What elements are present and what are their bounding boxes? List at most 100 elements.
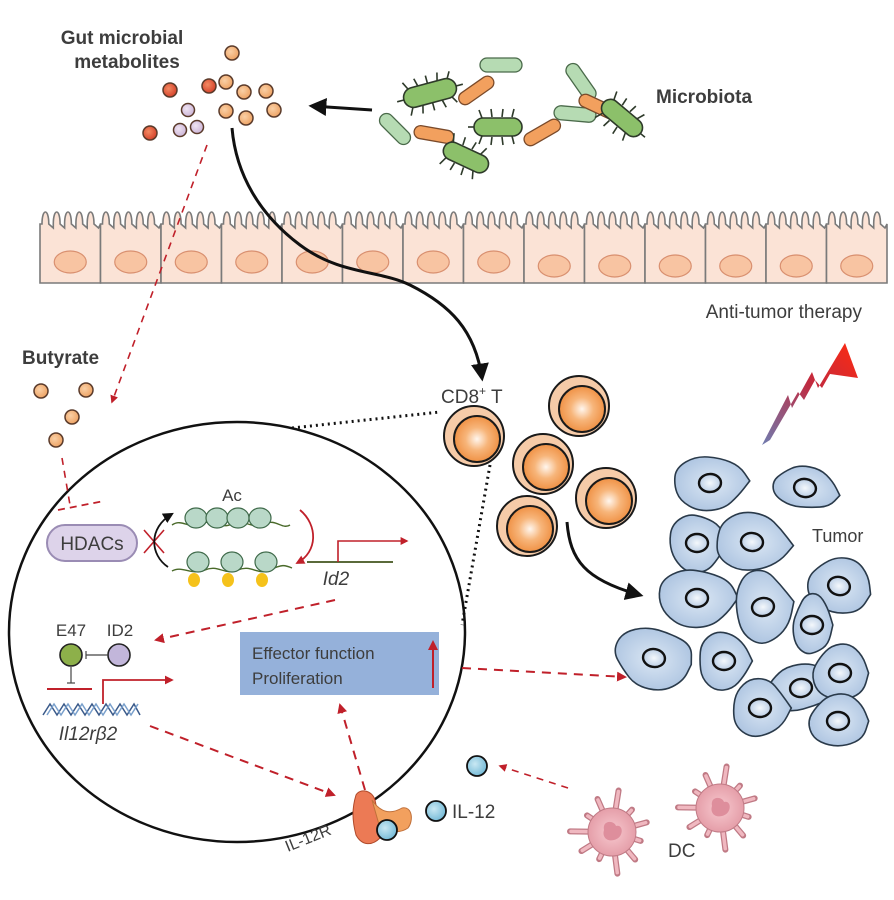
cd8-superscript: + xyxy=(479,384,486,398)
bacterium-rod xyxy=(479,57,523,73)
ac-label: Ac xyxy=(222,486,242,505)
epithelial-nucleus xyxy=(779,254,813,278)
microbiota-cluster xyxy=(378,57,646,180)
il12rb2-gene-label: Il12rβ2 xyxy=(59,724,118,745)
e47-label: E47 xyxy=(56,621,86,640)
arrow-receptor-to-effector xyxy=(337,703,366,791)
tumor-cell xyxy=(735,569,795,645)
nucleosome xyxy=(254,551,278,573)
nucleosome xyxy=(226,507,250,529)
epithelial-cell xyxy=(39,211,102,284)
il12-label: IL-12 xyxy=(452,802,495,823)
epithelial-nucleus xyxy=(174,250,208,274)
cd8-t-cell-nucleus xyxy=(453,415,501,463)
nucleosome xyxy=(205,507,229,529)
effector-function-box xyxy=(240,632,439,695)
microbiota-label: Microbiota xyxy=(656,87,752,108)
tumor-cell-nucleus xyxy=(792,477,818,499)
nucleosome xyxy=(220,551,244,573)
nucleosome xyxy=(248,507,272,529)
tumor-cell-nucleus xyxy=(711,650,737,672)
anti-tumor-therapy-label: Anti-tumor therapy xyxy=(706,302,863,323)
chromatin-acetylated xyxy=(171,507,291,529)
epithelial-nucleus xyxy=(416,250,450,274)
butyrate-inhibits-hdacs-line xyxy=(61,457,71,506)
cd8-t-cell xyxy=(512,433,574,495)
arrow-dc-to-il12 xyxy=(498,764,569,789)
cd8-t-cell xyxy=(496,495,558,557)
chromatin-deacetylated xyxy=(171,551,293,587)
metabolite-purple xyxy=(189,119,205,135)
epithelial-cell xyxy=(402,211,465,284)
metabolite-purple xyxy=(172,122,188,138)
cd8-t-cell-nucleus xyxy=(585,477,633,525)
tumor-cell-cluster xyxy=(614,456,872,747)
tumor-cell-nucleus xyxy=(697,472,723,494)
il12r-label: IL-12R xyxy=(283,822,334,856)
tumor-cell xyxy=(732,677,793,738)
metabolite-orange xyxy=(236,84,252,100)
metabolite-orange xyxy=(266,102,282,118)
epithelial-nucleus xyxy=(598,254,632,278)
tumor-cell xyxy=(812,643,870,701)
bacterium-rod xyxy=(553,105,597,123)
therapy-lightning-icon xyxy=(762,343,858,445)
butyrate-molecule xyxy=(48,432,64,448)
tumor-cell-nucleus xyxy=(825,710,851,732)
epithelial-cell xyxy=(341,211,404,284)
metabolite-red xyxy=(162,82,178,98)
arrow-tcells-to-tumor xyxy=(565,521,644,600)
bacterium-rod-orange xyxy=(523,118,562,147)
tumor-cell-nucleus xyxy=(799,614,825,636)
proliferation-label: Proliferation xyxy=(252,669,343,688)
epithelial-nucleus xyxy=(840,254,874,278)
id2-gene-label: Id2 xyxy=(323,569,350,590)
epithelial-cell xyxy=(825,211,888,284)
metabolite-orange xyxy=(224,45,240,61)
metabolite-red xyxy=(142,125,158,141)
butyrate-molecule xyxy=(64,409,80,425)
arrow-microbiota-to-metabolites xyxy=(308,97,373,116)
tumor-cell xyxy=(614,627,693,691)
dendritic-cell xyxy=(675,763,758,853)
il12rb2-transcription-arrow xyxy=(102,675,174,704)
arrow-il12rb2-to-receptor xyxy=(149,725,336,797)
cd8-suffix: T xyxy=(486,387,503,408)
tumor-cell-nucleus xyxy=(684,587,710,609)
e47-protein xyxy=(59,643,83,667)
epithelial-cell xyxy=(281,211,344,284)
cd8-t-cell-nucleus xyxy=(506,505,554,553)
cd8-t-cell xyxy=(575,467,637,529)
id2-protein-label: ID2 xyxy=(107,621,133,640)
tumor-cell xyxy=(807,557,872,614)
bacterium-rod-orange xyxy=(458,75,495,106)
gut-metabolites-label-line1: Gut microbial xyxy=(61,28,183,49)
il12-molecule xyxy=(466,755,488,777)
deacetyl-marker xyxy=(188,573,200,587)
epithelial-cell xyxy=(462,211,525,284)
tumor-cell-nucleus xyxy=(826,575,852,597)
deacetyl-marker xyxy=(256,573,268,587)
epithelial-nucleus xyxy=(537,254,571,278)
metabolite-purple xyxy=(180,102,196,118)
tumor-cell xyxy=(716,511,795,571)
il12-bound xyxy=(376,819,398,841)
deacetyl-marker xyxy=(222,573,234,587)
butyrate-molecules xyxy=(33,382,94,448)
cd8-t-cell-nucleus xyxy=(522,443,570,491)
butyrate-molecule xyxy=(78,382,94,398)
epithelial-nucleus xyxy=(658,254,692,278)
tumor-cell xyxy=(669,514,728,574)
id2-protein xyxy=(107,643,131,667)
epithelial-cell xyxy=(523,211,586,284)
tumor-cell-nucleus xyxy=(747,697,773,719)
bacterium-flagellated xyxy=(594,91,646,141)
inhibition-bar xyxy=(57,500,105,511)
tumor-cell xyxy=(808,693,870,747)
cd8-t-cell xyxy=(548,375,610,437)
nucleosome xyxy=(186,551,210,573)
epithelial-cell xyxy=(644,211,707,284)
tumor-cell-nucleus xyxy=(684,532,710,554)
metabolite-cluster xyxy=(142,45,282,141)
